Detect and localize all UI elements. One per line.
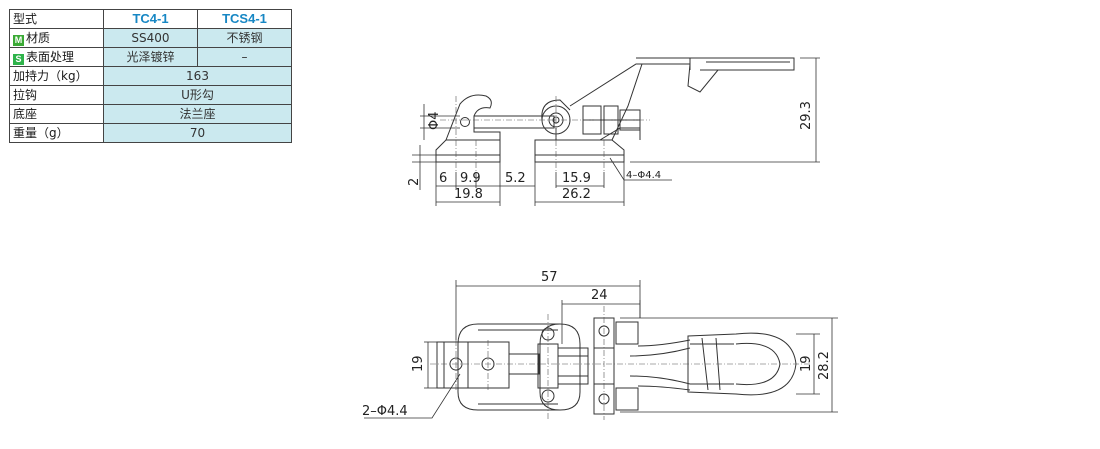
side-base-left <box>435 139 501 163</box>
dim-28-2-label: 28.2 <box>817 351 832 380</box>
dim-19-8-label: 19.8 <box>454 187 483 202</box>
dim-24-label: 24 <box>591 288 608 303</box>
spec-material-tc: SS400 <box>103 28 198 48</box>
spec-hook-value: U形勾 <box>103 85 292 105</box>
spec-label-material-text: 材质 <box>26 31 51 45</box>
side-view: Φ4 29.3 2 6 9.9 5.2 15.9 19.8 26.2 <box>407 57 820 206</box>
dim-57-label: 57 <box>541 270 558 285</box>
spec-row-model: 型式 TC4-1 TCS4-1 <box>9 9 292 29</box>
spec-model-tc: TC4-1 <box>103 9 198 29</box>
side-hook-pin-icon <box>460 117 470 127</box>
spec-label-force: 加持力（kg） <box>9 66 104 86</box>
dim-6-label: 6 <box>439 171 447 186</box>
spec-row-force: 加持力（kg） 163 <box>9 66 292 86</box>
spec-force-value: 163 <box>103 66 292 86</box>
spec-label-surface-text: 表面处理 <box>26 50 75 64</box>
spec-base-value: 法兰座 <box>103 104 292 124</box>
dim-19-left-label: 19 <box>411 355 426 372</box>
spec-row-hook: 拉钩 U形勾 <box>9 85 292 105</box>
surface-badge-icon: S <box>13 54 24 65</box>
side-handle-arm <box>569 63 643 141</box>
top-view: 57 24 19 19 28.2 2–Φ4.4 <box>362 270 838 420</box>
spec-surface-tcs: – <box>197 47 292 67</box>
spec-row-base: 底座 法兰座 <box>9 104 292 124</box>
top-hole-note: 2–Φ4.4 <box>362 404 408 419</box>
dim-19-right-label: 19 <box>799 355 814 372</box>
spec-row-weight: 重量（g） 70 <box>9 123 292 143</box>
material-badge-icon: M <box>13 35 24 46</box>
spec-label-base: 底座 <box>9 104 104 124</box>
side-handle-grip <box>636 57 795 93</box>
dim-15-9-label: 15.9 <box>562 171 591 186</box>
dim-5-2-label: 5.2 <box>505 171 526 186</box>
side-hole-note: 4–Φ4.4 <box>626 170 661 181</box>
dim-29-3-label: 29.3 <box>799 101 814 130</box>
top-handle-arms <box>629 339 691 391</box>
side-base-right <box>534 139 625 163</box>
dim-9-9-label: 9.9 <box>460 171 481 186</box>
dim-2-label: 2 <box>407 178 422 186</box>
top-hook-block <box>436 341 510 389</box>
side-hook <box>445 94 501 141</box>
spec-model-tcs: TCS4-1 <box>197 9 292 29</box>
spec-label-model: 型式 <box>9 9 104 29</box>
spec-material-tcs: 不锈钢 <box>197 28 292 48</box>
dim-phi4-label: Φ4 <box>427 111 442 130</box>
dim-26-2-label: 26.2 <box>562 187 591 202</box>
spec-label-weight: 重量（g） <box>9 123 104 143</box>
spec-surface-tc: 光泽镀锌 <box>103 47 198 67</box>
spec-weight-value: 70 <box>103 123 292 143</box>
